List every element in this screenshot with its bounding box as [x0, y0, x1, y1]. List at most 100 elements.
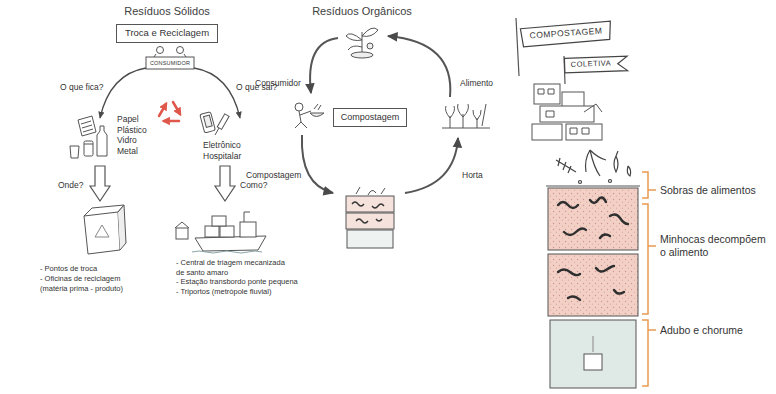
callout-bracket	[642, 204, 656, 314]
food-plant	[346, 28, 378, 58]
recyclable-items	[78, 116, 96, 136]
exchange-point-bin	[84, 212, 120, 254]
vegetable-garden	[442, 104, 490, 128]
exchange-point-bin	[95, 225, 109, 237]
process-box: Troca e Reciclagem	[116, 24, 218, 43]
recycling-symbol	[159, 104, 166, 116]
place-note: - Central de triagem mecanizada de santo…	[176, 258, 293, 277]
worm	[600, 234, 610, 238]
food-scraps	[586, 150, 607, 176]
recyclable-items	[84, 141, 93, 156]
worm-compost-bin	[550, 320, 636, 388]
consumer-sketch	[295, 103, 324, 128]
food-plant	[362, 32, 363, 54]
vegetable-garden	[458, 104, 469, 128]
consumer-figures	[152, 54, 188, 60]
exchange-point-bin	[84, 205, 126, 254]
vegetable-garden	[446, 106, 455, 128]
flow-question: Como?	[240, 180, 267, 190]
consumer-figures	[177, 47, 184, 54]
building-sketch	[566, 124, 602, 140]
compost-bin	[346, 196, 394, 212]
worm	[568, 296, 580, 300]
hazardous-items	[200, 112, 216, 133]
recyclable-items	[97, 126, 107, 156]
section-title: Resíduos Orgânicos	[312, 5, 412, 18]
worm	[564, 228, 586, 235]
material-list: Eletrônico Hospitalar	[203, 140, 241, 161]
sorting-center-icon	[176, 228, 188, 239]
hollow-arrow	[90, 166, 110, 201]
food-scraps	[556, 150, 631, 184]
recycling-symbol	[159, 102, 180, 121]
building-sketch	[562, 92, 584, 108]
recyclable-items	[70, 146, 79, 158]
building-sketch	[540, 106, 594, 122]
material-list: Papel Plástico Vidro Metal	[117, 114, 147, 156]
food-plant	[367, 43, 373, 49]
callout-bracket	[642, 172, 656, 198]
hollow-arrow	[90, 166, 235, 201]
flow-question: O que fica?	[60, 82, 103, 92]
recyclable-items	[84, 144, 93, 145]
subtitle-flag-outline	[564, 56, 627, 73]
worm-compost-bin	[548, 254, 638, 316]
node-label: Troca e Reciclagem	[125, 28, 209, 39]
subtitle-flag: COLETIVA	[564, 55, 628, 72]
building-sketch	[538, 89, 589, 134]
sorting-center-icon	[175, 222, 189, 239]
process-box: Compostagem	[333, 108, 407, 127]
hazardous-items	[215, 128, 219, 135]
node-label: Compostagem	[341, 112, 400, 122]
worm	[558, 270, 580, 276]
worm	[590, 197, 606, 203]
cycle-arrow	[310, 38, 338, 93]
title-banner-outline	[520, 21, 611, 47]
worm-compost-bin	[584, 354, 602, 370]
flow-arrow	[100, 68, 240, 118]
river-barge	[192, 212, 266, 253]
river-barge	[244, 212, 250, 222]
consumer-sketch	[314, 104, 321, 110]
cycle-label: Horta	[462, 170, 483, 180]
worm-compost-bin	[593, 336, 594, 352]
place-note: - Oficinas de reciclagem (matéria prima …	[40, 274, 132, 293]
worm	[610, 214, 628, 224]
hollow-arrow	[215, 166, 235, 201]
worm	[558, 202, 578, 208]
consumer-sketch	[310, 113, 324, 117]
food-scraps	[609, 180, 612, 183]
exchange-point-bin	[118, 205, 126, 250]
hazardous-items	[217, 114, 229, 129]
recyclable-items	[81, 121, 93, 132]
recyclable-items	[70, 116, 107, 158]
river-barge	[220, 226, 234, 237]
recycling-symbol	[173, 102, 180, 114]
cycle-arrow	[405, 138, 458, 193]
cycle-arrow	[302, 135, 333, 193]
hazardous-items	[200, 112, 229, 135]
food-plant	[348, 46, 362, 50]
compost-bin	[346, 187, 394, 248]
food-plant	[362, 28, 378, 36]
consumer-sketch	[295, 103, 303, 111]
worm	[558, 197, 628, 300]
title-banner: COMPOSTAGEM	[518, 21, 613, 48]
recycling-symbol	[164, 120, 179, 123]
flag-pole	[516, 18, 519, 76]
worm-compost-bin	[546, 186, 640, 187]
river-barge	[192, 251, 262, 253]
river-barge	[212, 216, 226, 226]
building-sketch	[584, 104, 602, 112]
callout-label: Minhocas decompõem o alimento	[660, 233, 768, 258]
compost-bin	[352, 202, 384, 223]
building-sketch	[532, 124, 562, 140]
consumer-sketch	[295, 111, 311, 128]
building-sketch	[532, 84, 602, 140]
river-barge	[195, 236, 266, 251]
food-plant	[351, 52, 373, 58]
river-barge	[205, 226, 219, 237]
vegetable-garden	[442, 128, 490, 129]
